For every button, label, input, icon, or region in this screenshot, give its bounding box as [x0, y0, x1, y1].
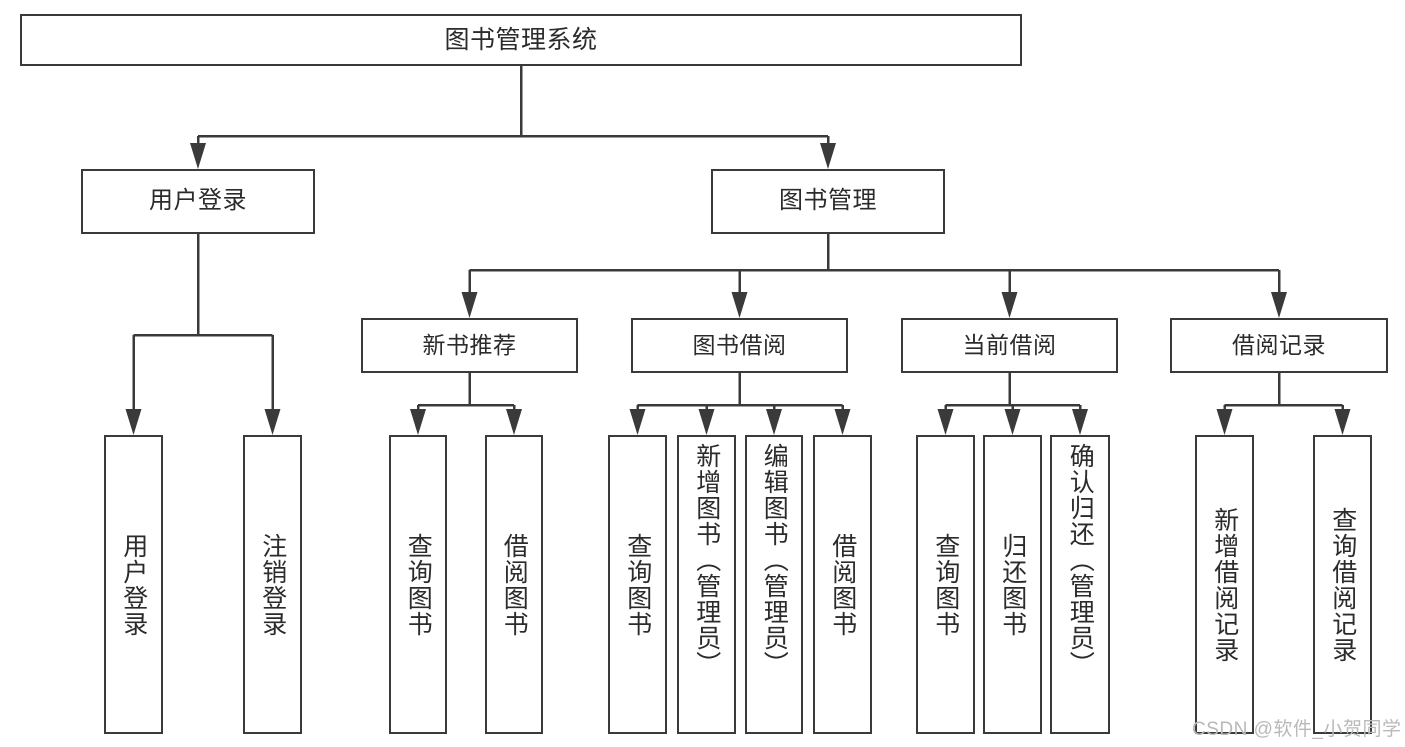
node-label: 归还图书 [998, 532, 1027, 637]
node-new-book-recommend[interactable]: 新书推荐 [361, 318, 578, 373]
leaf-node-add-book-admin[interactable]: 新增图书（管理员） [677, 435, 736, 734]
node-label: 图书管理 [779, 187, 877, 215]
node-book-management[interactable]: 图书管理 [711, 169, 945, 234]
node-label: 查询图书 [931, 532, 960, 637]
node-label: 新书推荐 [422, 331, 517, 358]
node-label: 编辑图书（管理员） [760, 443, 789, 677]
node-label: 图书借阅 [692, 331, 787, 358]
node-label: 新增借阅记录 [1210, 506, 1239, 663]
node-label: 图书管理系统 [444, 26, 598, 54]
node-label: 查询图书 [623, 532, 652, 637]
leaf-node-query-book-borrow[interactable]: 查询图书 [608, 435, 667, 734]
node-label: 当前借阅 [962, 331, 1057, 358]
node-label: 查询借阅记录 [1328, 506, 1357, 663]
leaf-node-user-login[interactable]: 用户登录 [104, 435, 163, 734]
leaf-node-edit-book-admin[interactable]: 编辑图书（管理员） [745, 435, 803, 734]
leaf-node-return-book[interactable]: 归还图书 [983, 435, 1042, 734]
node-borrow-record[interactable]: 借阅记录 [1170, 318, 1388, 373]
node-root-system[interactable]: 图书管理系统 [20, 14, 1022, 66]
node-current-borrow[interactable]: 当前借阅 [901, 318, 1118, 373]
node-label: 借阅记录 [1232, 331, 1326, 358]
leaf-node-query-book-current[interactable]: 查询图书 [916, 435, 975, 734]
node-label: 注销登录 [258, 532, 287, 637]
node-label: 借阅图书 [500, 532, 529, 637]
leaf-node-borrow-book-recommend[interactable]: 借阅图书 [485, 435, 543, 734]
node-label: 确认归还（管理员） [1066, 443, 1095, 677]
node-label: 借阅图书 [828, 532, 857, 637]
leaf-node-borrow-book[interactable]: 借阅图书 [813, 435, 872, 734]
leaf-node-add-borrow-record[interactable]: 新增借阅记录 [1195, 435, 1254, 734]
watermark-text: CSDN @软件_小贺同学 [1192, 719, 1402, 740]
node-label: 查询图书 [404, 532, 433, 637]
leaf-node-logout[interactable]: 注销登录 [243, 435, 302, 734]
node-label: 用户登录 [149, 187, 247, 215]
leaf-node-query-borrow-record[interactable]: 查询借阅记录 [1313, 435, 1372, 734]
node-label: 新增图书（管理员） [692, 443, 721, 677]
node-user-login[interactable]: 用户登录 [81, 169, 315, 234]
leaf-node-query-book-recommend[interactable]: 查询图书 [389, 435, 447, 734]
node-book-borrow[interactable]: 图书借阅 [631, 318, 848, 373]
leaf-node-confirm-return-admin[interactable]: 确认归还（管理员） [1050, 435, 1110, 734]
node-label: 用户登录 [119, 532, 148, 637]
